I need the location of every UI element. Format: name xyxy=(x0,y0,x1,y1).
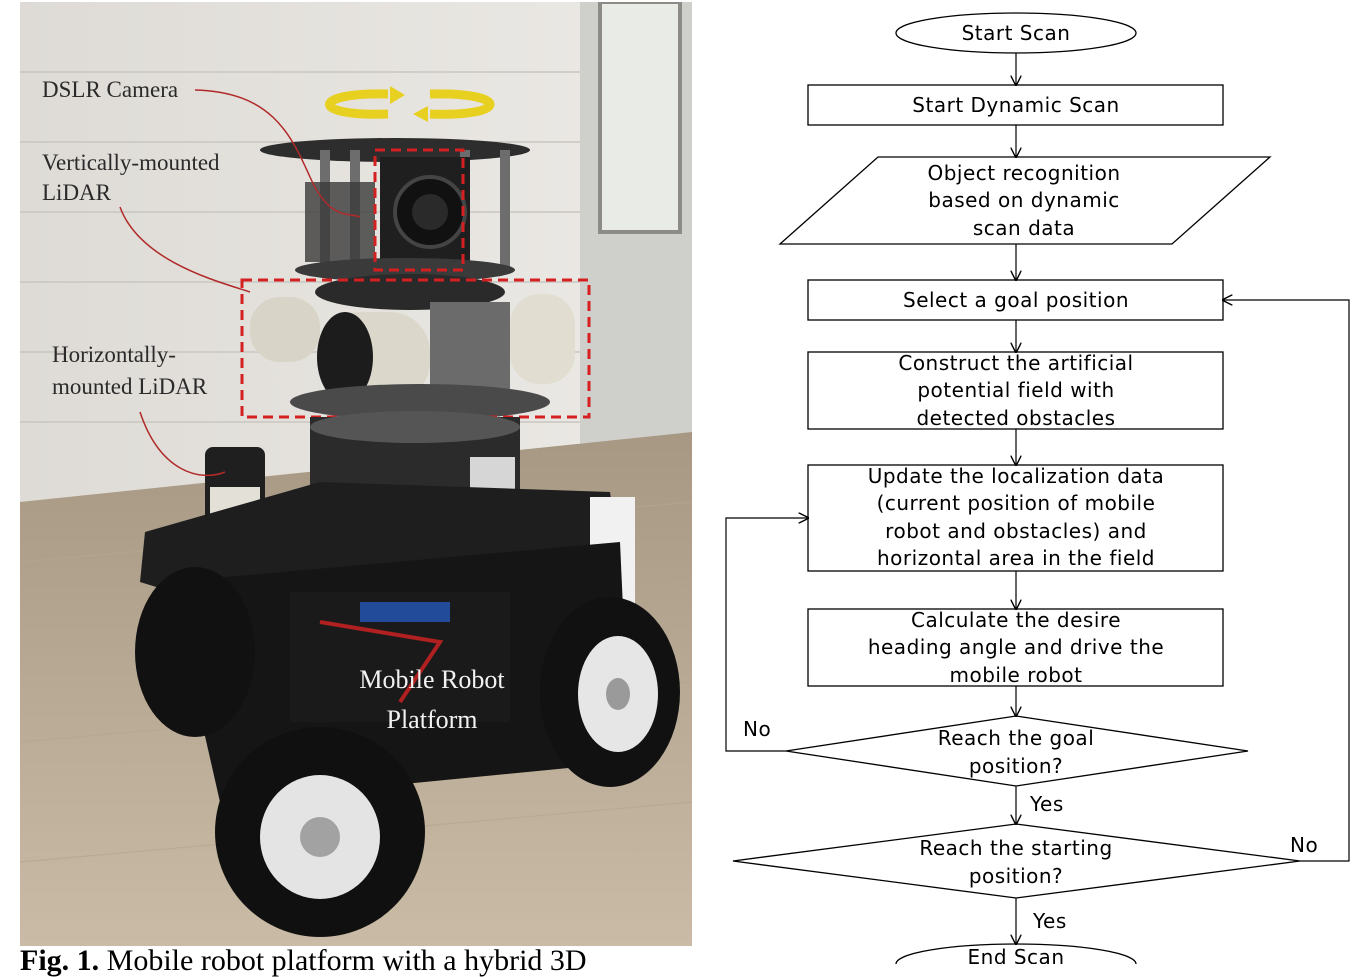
platform-label-line1: Mobile Robot xyxy=(359,665,505,694)
decision2-line2: position? xyxy=(969,864,1063,888)
select-goal-box xyxy=(807,279,1224,321)
caption-text: Mobile robot platform with a hybrid 3D xyxy=(99,944,587,977)
step6-line1: Calculate the desire xyxy=(911,608,1121,632)
potential-field-box xyxy=(807,351,1224,430)
localization-box xyxy=(807,464,1224,572)
step6-line3: mobile robot xyxy=(950,663,1083,687)
dslr-camera-label: DSLR Camera xyxy=(42,77,178,102)
loop-no-start xyxy=(1223,300,1350,862)
step5-line2: (current position of mobile xyxy=(877,491,1156,515)
yes-label-1: Yes xyxy=(1029,792,1064,816)
step2-line3: scan data xyxy=(973,216,1075,240)
decision2-line1: Reach the starting xyxy=(919,836,1112,860)
step3-label: Select a goal position xyxy=(903,288,1129,312)
flowchart: Start Scan Start Dynamic Scan Object rec… xyxy=(725,12,1350,964)
step5-line3: robot and obstacles) and xyxy=(885,519,1147,543)
dynamic-scan-box xyxy=(807,84,1224,126)
no-label-1: No xyxy=(743,717,771,741)
vertical-lidar-label-line2: LiDAR xyxy=(42,180,112,205)
platform-label-line2: Platform xyxy=(387,705,478,734)
robot-photo: DSLR Camera Vertically-mounted LiDAR Hor… xyxy=(20,2,692,946)
object-recognition-io xyxy=(778,156,1272,245)
decision1-line2: position? xyxy=(969,754,1063,778)
step6-line2: heading angle and drive the xyxy=(868,635,1164,659)
heading-angle-box xyxy=(807,608,1224,687)
step2-line1: Object recognition xyxy=(927,161,1120,185)
step5-line1: Update the localization data xyxy=(868,464,1165,488)
loop-no-goal xyxy=(725,518,808,752)
rotation-arrows xyxy=(325,86,495,122)
horizontal-lidar-label-line1: Horizontally- xyxy=(52,342,176,367)
vertical-lidar-label-line1: Vertically-mounted xyxy=(42,150,220,175)
yes-label-2: Yes xyxy=(1032,909,1067,933)
step2-line2: based on dynamic xyxy=(928,188,1120,212)
horizontal-lidar-label-line2: mounted LiDAR xyxy=(52,374,208,399)
step4-line2: potential field with xyxy=(917,378,1114,402)
step1-label: Start Dynamic Scan xyxy=(912,93,1119,117)
no-label-2: No xyxy=(1290,833,1318,857)
figure-caption: Fig. 1. Mobile robot platform with a hyb… xyxy=(20,946,587,976)
step4-line3: detected obstacles xyxy=(916,406,1115,430)
start-label: Start Scan xyxy=(962,21,1071,45)
end-label: End Scan xyxy=(968,945,1065,964)
decision1-line1: Reach the goal xyxy=(938,726,1095,750)
caption-label: Fig. 1. xyxy=(20,944,100,977)
step5-line4: horizontal area in the field xyxy=(877,546,1155,570)
step4-line1: Construct the artificial xyxy=(898,351,1133,375)
